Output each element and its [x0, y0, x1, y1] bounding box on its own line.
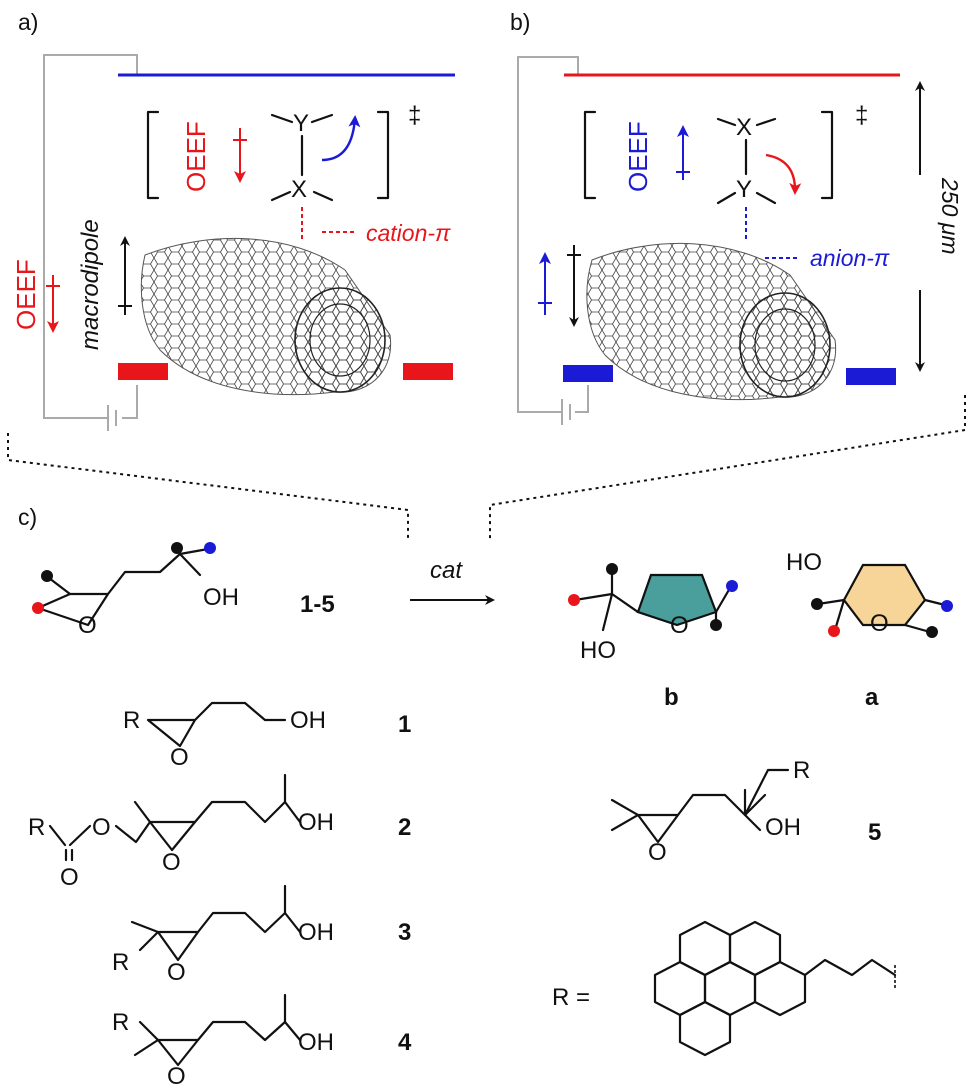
- atom-y-a: Y: [293, 110, 309, 137]
- svg-text:R: R: [112, 949, 129, 976]
- connector-a: [7, 433, 409, 540]
- svg-text:3: 3: [398, 919, 411, 946]
- panel-b-electrode-right: [846, 368, 896, 385]
- product-a-id: a: [865, 684, 879, 711]
- reactant-id: 1-5: [300, 591, 335, 618]
- compound-5: O R OH 5: [610, 757, 881, 866]
- reactant-general: O OH 1-5: [32, 542, 335, 639]
- atom-x-a: X: [291, 176, 307, 203]
- oeef-label-a: OEEF: [181, 121, 211, 192]
- compound-1: R O OH 1: [123, 701, 411, 771]
- panel-c-label: c): [18, 504, 37, 530]
- svg-text:O: O: [92, 814, 111, 841]
- rotation-arrow-b: [765, 153, 802, 195]
- atom-x-b: X: [736, 114, 752, 141]
- connector-b: [489, 395, 966, 540]
- oeef-label-b: OEEF: [623, 121, 653, 192]
- panel-a-electrode-right: [403, 363, 453, 380]
- catalyst-label: cat: [430, 557, 463, 584]
- product-a: O HO a: [786, 549, 953, 711]
- svg-text:R: R: [123, 707, 140, 734]
- product-b-ring: [636, 573, 718, 627]
- ts-bracket-right: [376, 110, 390, 200]
- panel-a-electrode-left: [118, 363, 168, 380]
- distance-label: 250 μm: [937, 177, 963, 255]
- svg-text:4: 4: [398, 1029, 412, 1056]
- svg-text:‡: ‡: [855, 102, 868, 129]
- svg-text:O: O: [60, 864, 79, 891]
- ts-bracket-left: [146, 110, 160, 200]
- nanotube-a: [140, 238, 392, 396]
- svg-text:R: R: [28, 814, 45, 841]
- svg-text:O: O: [670, 612, 689, 639]
- macrodipole-label: macrodipole: [77, 219, 104, 350]
- svg-text:2: 2: [398, 814, 411, 841]
- svg-text:O: O: [162, 849, 181, 876]
- product-b-id: b: [664, 684, 679, 711]
- atom-y-b: Y: [736, 176, 752, 203]
- anion-pi-label: anion-π: [810, 245, 890, 271]
- panel-a: a) ‡ OEEF Y X cation-π macrodip: [11, 9, 455, 431]
- svg-text:HO: HO: [580, 637, 616, 664]
- panel-b-electrode-left: [563, 365, 613, 382]
- svg-text:HO: HO: [786, 549, 822, 576]
- svg-text:OH: OH: [203, 584, 239, 611]
- svg-text:O: O: [78, 612, 97, 639]
- svg-text:5: 5: [868, 819, 881, 846]
- svg-text:OH: OH: [298, 919, 334, 946]
- pyrene-structure: [653, 920, 897, 1057]
- nanotube-b: [586, 243, 837, 401]
- panel-a-label: a): [18, 9, 38, 35]
- svg-text:R: R: [793, 757, 810, 784]
- panel-b-circuit-wire: [517, 56, 579, 413]
- compound-3: R O OH 3: [112, 884, 411, 986]
- svg-text:O: O: [648, 839, 667, 866]
- svg-text:O: O: [167, 1063, 186, 1090]
- svg-text:OH: OH: [298, 809, 334, 836]
- ts-double-dagger: ‡: [408, 102, 421, 129]
- svg-text:O: O: [170, 744, 189, 771]
- cation-pi-label: cation-π: [366, 220, 451, 246]
- rotation-arrow-a: [321, 115, 361, 162]
- product-b: O HO b: [568, 563, 738, 711]
- svg-text:O: O: [870, 610, 889, 637]
- svg-text:OH: OH: [765, 814, 801, 841]
- svg-text:O: O: [167, 959, 186, 986]
- oeef-side-label-a: OEEF: [11, 259, 41, 330]
- r-group-definition: R =: [552, 920, 897, 1057]
- panel-a-circuit-wire: [43, 54, 138, 419]
- compound-2: R O O O OH 2: [28, 773, 411, 891]
- compound-4: R O OH 4: [112, 993, 412, 1090]
- svg-text:OH: OH: [290, 707, 326, 734]
- r-equals-label: R =: [552, 984, 590, 1011]
- svg-text:1: 1: [398, 711, 411, 738]
- panel-c: c) O OH 1-5 cat O HO b: [18, 504, 953, 1090]
- panel-b-label: b): [510, 9, 530, 35]
- svg-text:OH: OH: [298, 1029, 334, 1056]
- panel-b: b) 250 μm ‡ OEEF X Y anion-π: [510, 9, 963, 425]
- svg-text:R: R: [112, 1009, 129, 1036]
